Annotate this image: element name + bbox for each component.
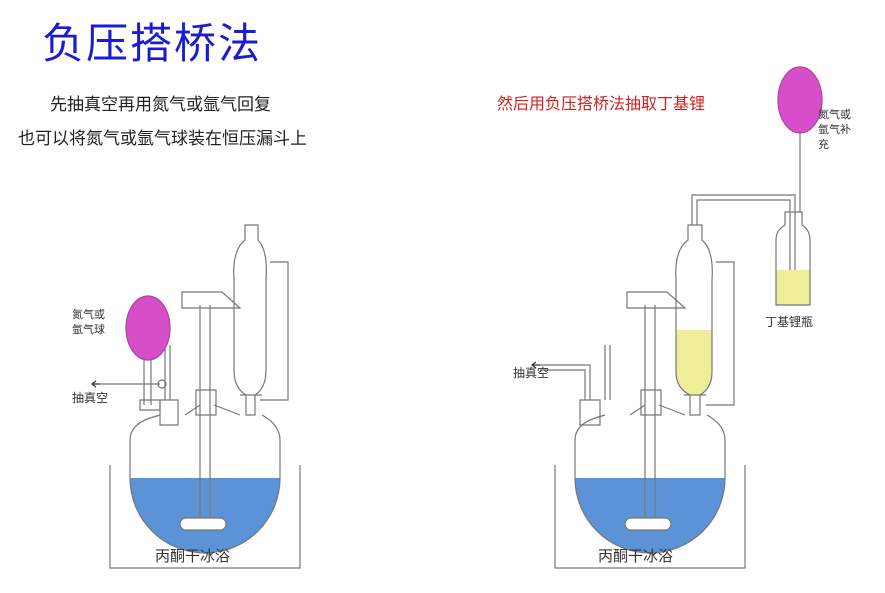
bath-label: 丙酮干冰浴 xyxy=(598,547,673,565)
cannula-bridge xyxy=(691,194,796,300)
gas-balloon xyxy=(125,295,171,361)
balloon-label-2: 氩气球 xyxy=(72,322,105,336)
stopcock-tube xyxy=(100,360,161,411)
gas-balloon xyxy=(777,66,823,134)
right-instruction: 然后用负压搭桥法抽取丁基锂 xyxy=(497,94,706,113)
ice-bath xyxy=(109,465,301,569)
balloon-label-3: 充 xyxy=(818,137,829,151)
balloon-label-1: 氮气或 xyxy=(818,107,851,121)
stirrer-shaft xyxy=(626,291,687,518)
balloon-label-1: 氮气或 xyxy=(72,307,105,321)
dropping-funnel xyxy=(233,224,289,416)
solvent xyxy=(575,478,725,553)
page-title: 负压搭桥法 xyxy=(42,19,263,68)
stirrer-paddle xyxy=(624,517,672,531)
vacuum-label: 抽真空 xyxy=(513,366,549,380)
solvent xyxy=(130,478,280,553)
center-neck xyxy=(640,389,662,416)
ice-bath xyxy=(554,465,746,569)
left-instruction-1: 先抽真空再用氮气或氩气回复 xyxy=(50,95,271,115)
left-instruction-2: 也可以将氮气或氩气球装在恒压漏斗上 xyxy=(18,129,307,149)
stopcock xyxy=(157,379,167,389)
left-neck xyxy=(159,345,179,426)
balloon-label-2: 氩气补 xyxy=(818,122,851,136)
stirrer-shaft xyxy=(181,291,242,518)
reagent-bottle xyxy=(775,211,811,306)
bath-label: 丙酮干冰浴 xyxy=(155,547,230,565)
vacuum-label: 抽真空 xyxy=(72,391,108,405)
vacuum-arrow xyxy=(91,380,100,388)
left-neck xyxy=(540,345,611,426)
left-setup: 氮气或 氩气球 抽真空 丙酮干冰浴 xyxy=(72,224,301,569)
flask xyxy=(574,404,726,554)
reagent-in-bottle xyxy=(776,270,810,305)
right-setup: 氮气或 氩气补 充 丁基锂瓶 抽真空 丙酮干冰浴 xyxy=(513,66,851,569)
center-neck xyxy=(195,389,217,416)
bottle-label: 丁基锂瓶 xyxy=(765,314,813,329)
dropping-funnel xyxy=(675,224,735,416)
stirrer-paddle xyxy=(179,517,227,531)
reagent-in-funnel xyxy=(676,330,712,395)
flask xyxy=(129,404,281,554)
vacuum-arrow xyxy=(531,361,540,369)
